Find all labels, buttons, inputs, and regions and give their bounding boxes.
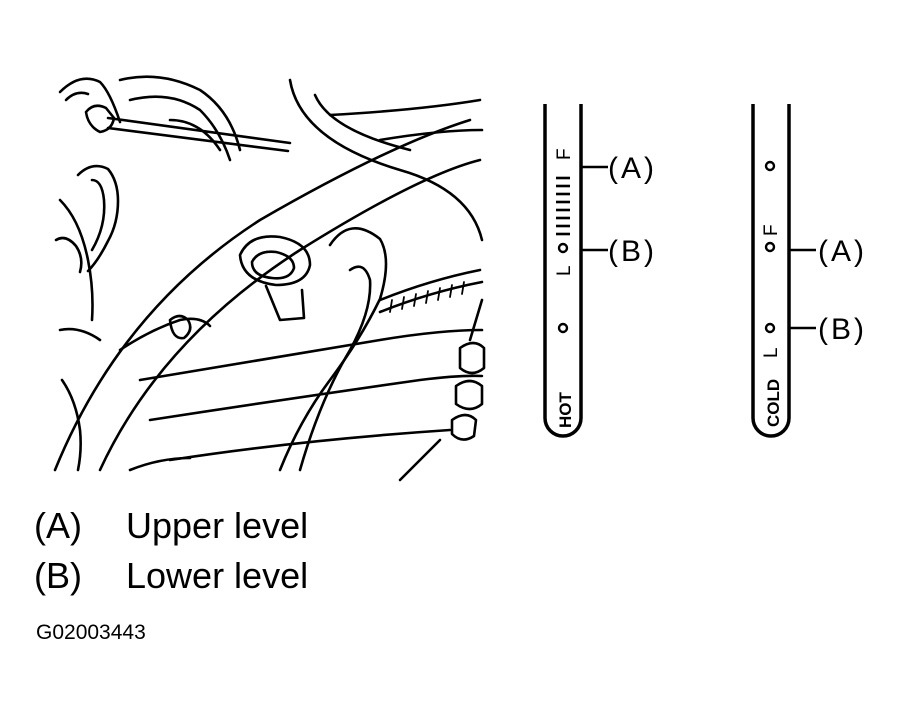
- figure-id: G02003443: [36, 621, 146, 644]
- dipstick-hot-outline: [543, 104, 583, 438]
- legend-key-b: (B): [34, 555, 82, 596]
- callout-hot-lower: (B): [608, 235, 657, 268]
- dipstick-cold-outline: [751, 104, 791, 438]
- callout-cold-upper: (A): [818, 235, 867, 268]
- dipstick-cold: F L COLD (A) (B): [751, 104, 867, 438]
- legend-value-b: Lower level: [126, 555, 309, 596]
- dipstick-cold-top-hole: [764, 160, 776, 172]
- dipstick-hot-upper-hole: [557, 242, 569, 254]
- legend-value-a: Upper level: [126, 505, 309, 546]
- callout-cold-lower: (B): [818, 313, 867, 346]
- dipstick-hot-full-mark: F: [554, 148, 575, 160]
- dipstick-hot-side-label: HOT: [556, 392, 575, 429]
- dipstick-cold-upper-hole: [764, 241, 776, 253]
- dipstick-hot-lower-hole: [557, 322, 569, 334]
- dipstick-cold-low-mark: L: [761, 347, 782, 358]
- dipstick-hot-low-mark: L: [554, 265, 575, 276]
- dipstick-hot-graduations: [556, 176, 570, 236]
- dipstick-cold-full-mark: F: [761, 224, 782, 236]
- dipstick-cold-side-label: COLD: [764, 379, 783, 427]
- dipstick-figure: F L HOT (A) (B) F L COLD (A) (B): [53, 75, 867, 482]
- callout-hot-upper: (A): [608, 152, 657, 185]
- legend-key-a: (A): [34, 505, 82, 546]
- dipstick-hot: F L HOT (A) (B): [543, 104, 657, 438]
- engine-illustration: [53, 75, 486, 482]
- dipstick-cold-lower-hole: [764, 322, 776, 334]
